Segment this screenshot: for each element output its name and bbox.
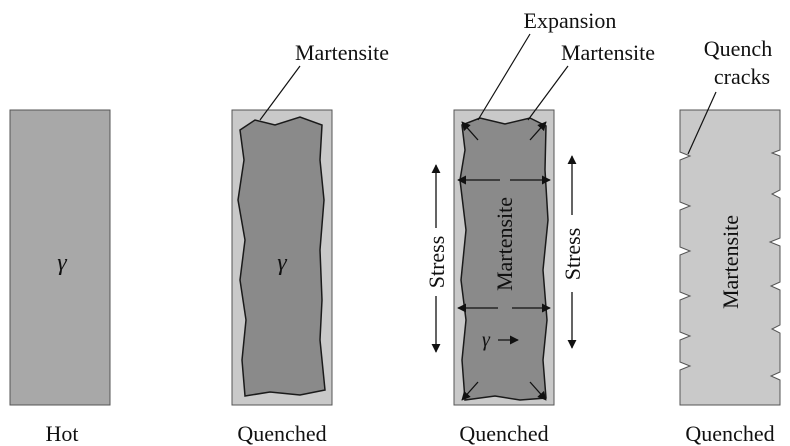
quenched-caption-4: Quenched — [685, 421, 774, 446]
quenched-caption-2: Quenched — [237, 421, 326, 446]
hot-caption: Hot — [46, 421, 79, 446]
stress-gamma-label: γ — [482, 329, 491, 351]
stress-label-left: Stress — [424, 236, 449, 289]
martensite-center-label-3: Martensite — [492, 197, 517, 291]
panel-quenched-shell: Martensite γ Quenched — [232, 40, 389, 446]
stress-label-right: Stress — [560, 228, 585, 281]
martensite-center-label-4: Martensite — [718, 215, 743, 309]
quench-label: Quench — [704, 36, 772, 61]
panel-hot: γ Hot — [10, 110, 110, 446]
expansion-label: Expansion — [524, 8, 617, 33]
hot-gamma-label: γ — [57, 250, 67, 276]
panel-quenched-stress: Expansion Martensite γ Martensite Stress… — [424, 8, 655, 446]
quenched-gamma-label-2: γ — [277, 250, 287, 276]
cracks-label: cracks — [714, 64, 770, 89]
panel-quench-cracks: Quench cracks Martensite Quenched — [680, 36, 780, 446]
martensite-label-2: Martensite — [295, 40, 389, 65]
expansion-pointer — [478, 34, 530, 120]
martensite-label-3: Martensite — [561, 40, 655, 65]
quenched-caption-3: Quenched — [459, 421, 548, 446]
